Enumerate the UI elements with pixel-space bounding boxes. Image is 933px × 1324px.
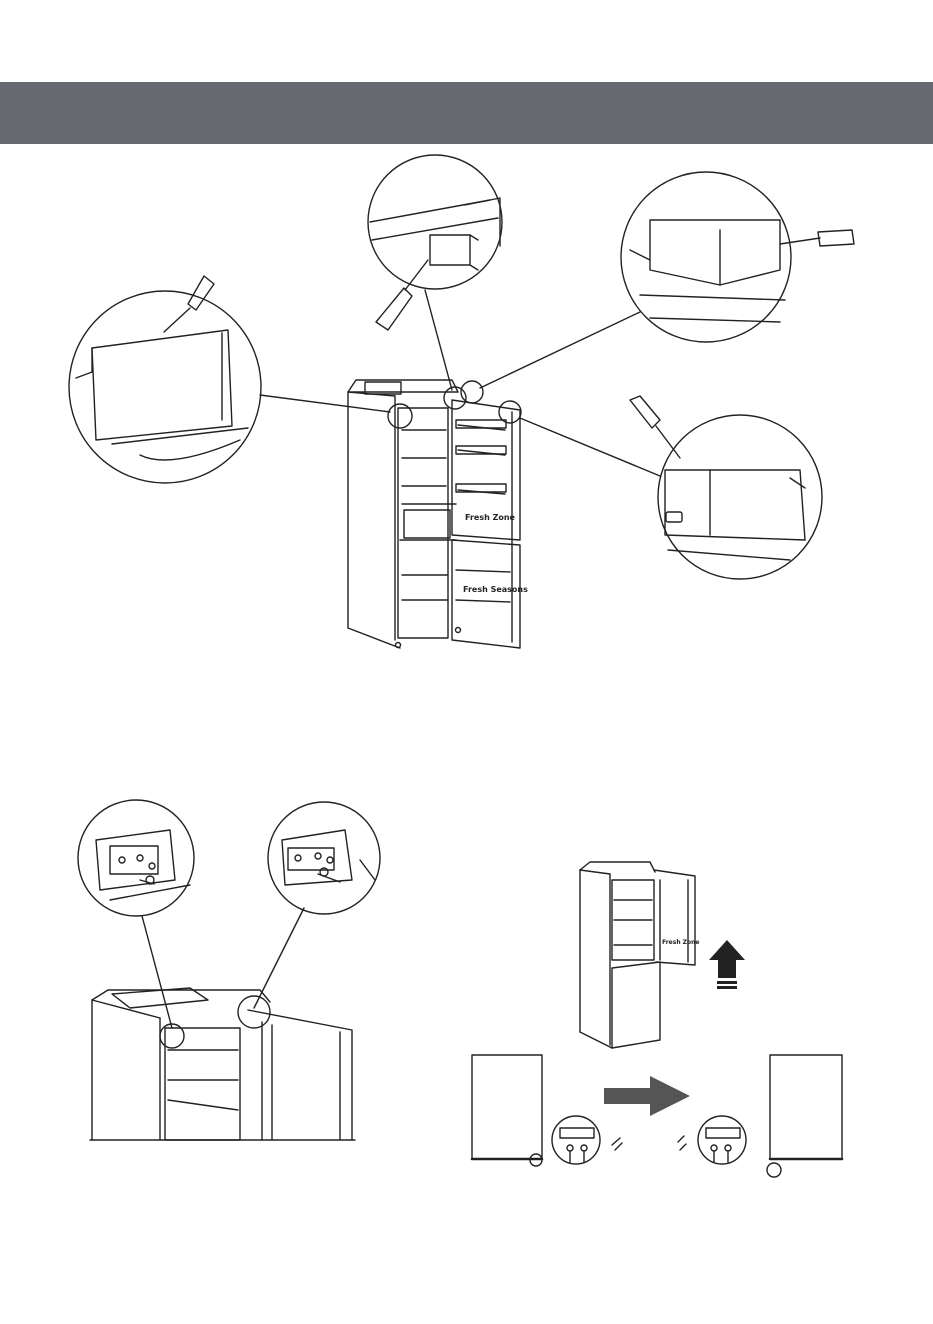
zoom-left-hinge [69, 276, 261, 483]
zoom-top-hinge [368, 155, 502, 330]
up-arrow-icon [709, 940, 745, 989]
fresh-zone-label-small: Fresh Zone [662, 939, 700, 946]
screwdriver-icon [376, 260, 428, 330]
figure-hinge-detail [78, 800, 380, 1140]
zoom-hinge-left [78, 800, 194, 916]
fridge-top-view [90, 988, 355, 1140]
fresh-seasons-label: Fresh Seasons [463, 585, 528, 594]
fridge-main: Fresh Zone Fresh Seasons [348, 380, 528, 648]
screwdriver-icon [630, 396, 680, 458]
figure-remove-hinge-covers: Fresh Zone Fresh Seasons [69, 155, 854, 648]
fridge-side-before [472, 1055, 622, 1166]
zoom-hinge-right [268, 802, 380, 914]
zoom-top-right-hinge [621, 172, 854, 342]
right-arrow-icon [604, 1076, 690, 1116]
fridge-small: Fresh Zone [580, 862, 700, 1048]
screwdriver-icon [164, 276, 214, 332]
zoom-right-hinge [630, 396, 822, 579]
screwdriver-icon [780, 230, 854, 246]
fridge-side-after [678, 1055, 842, 1177]
figure-lift-door: Fresh Zone [472, 862, 842, 1177]
fresh-zone-label: Fresh Zone [465, 513, 516, 522]
